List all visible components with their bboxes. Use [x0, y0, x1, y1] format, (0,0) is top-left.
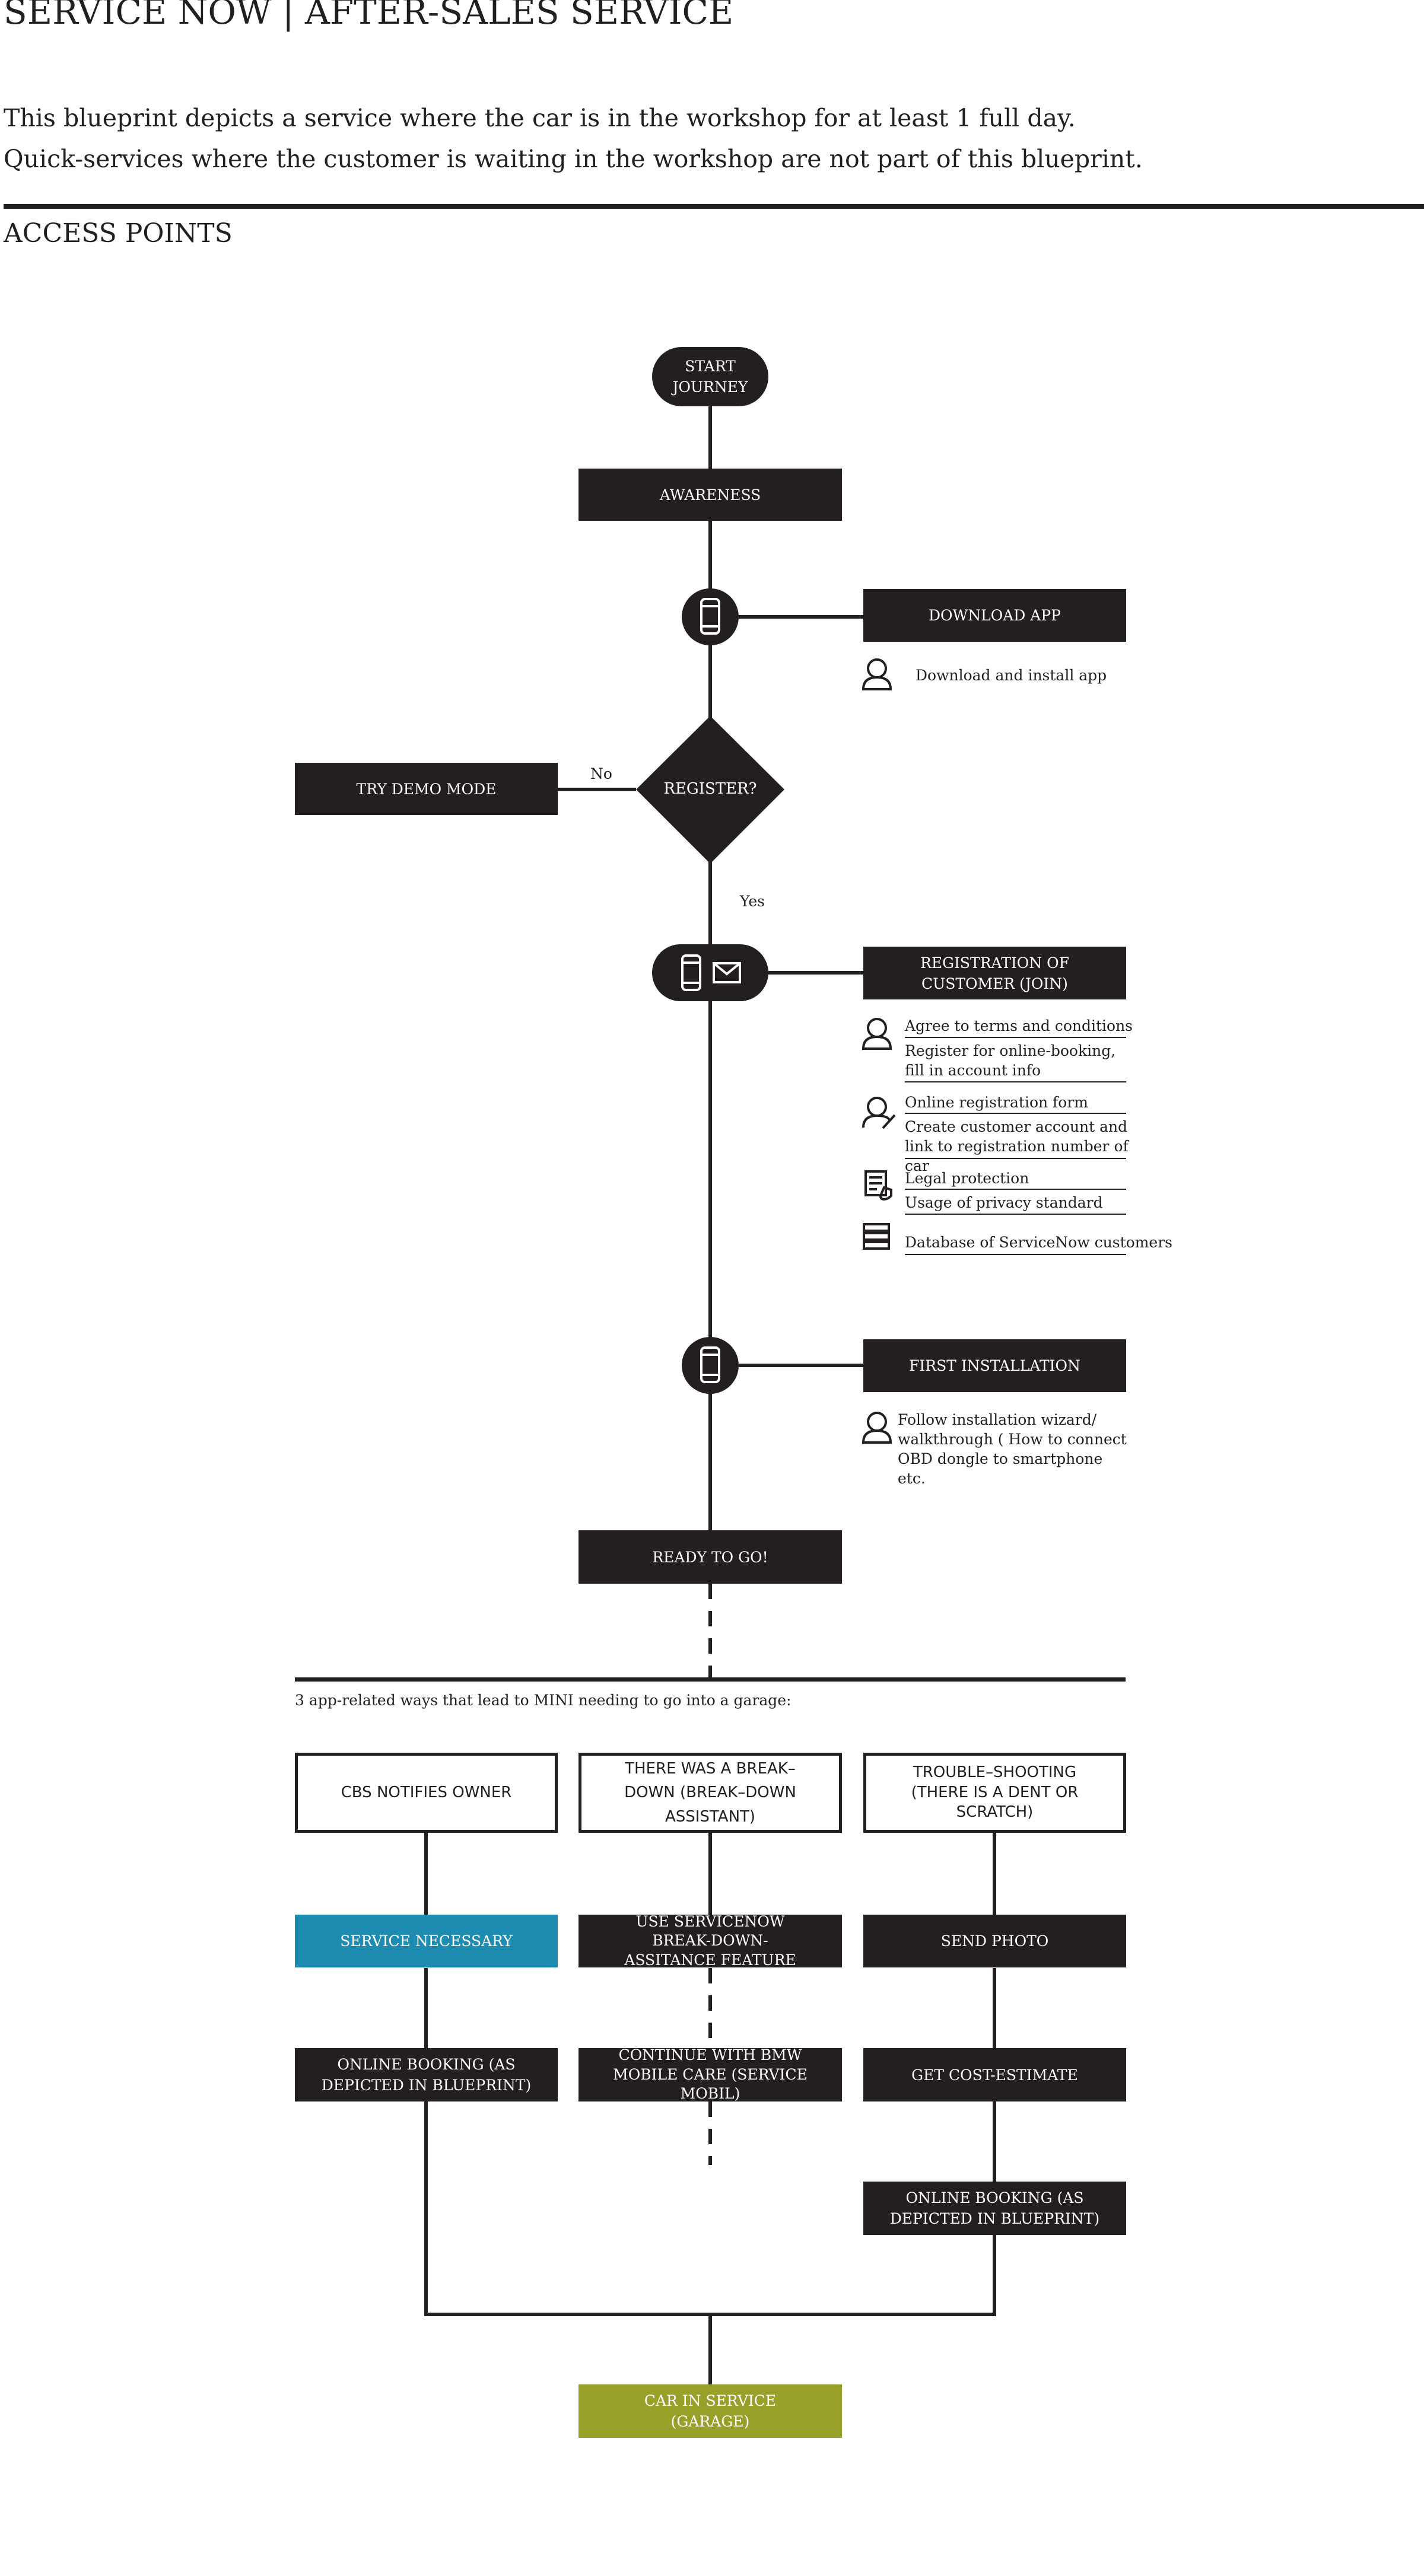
start-journey-node: START JOURNEY	[652, 347, 768, 406]
branch-divider	[295, 1677, 1126, 1682]
branch-breakdown-box: THERE WAS A BREAK–DOWN (BREAK–DOWN ASSIS…	[578, 1753, 842, 1833]
yes-label: Yes	[740, 893, 765, 910]
register-question-label: REGISTER?	[663, 780, 757, 798]
note-create-account: Create customer account and link to regi…	[905, 1118, 1129, 1174]
note-divider	[905, 1037, 1126, 1038]
phone-icon	[700, 1346, 720, 1383]
note-online-form: Online registration form	[905, 1094, 1089, 1111]
note-privacy: Usage of privacy standard	[905, 1194, 1103, 1211]
service-necessary-box: SERVICE NECESSARY	[295, 1915, 558, 1967]
document-shield-icon	[864, 1170, 892, 1201]
phone-mail-node	[652, 944, 768, 1001]
no-label: No	[590, 765, 612, 782]
use-breakdown-feature-box: USE SERVICENOW BREAK-DOWN-ASSITANCE FEAT…	[578, 1913, 842, 1969]
mail-icon	[713, 962, 741, 983]
branch-trouble-box: TROUBLE–SHOOTING (THERE IS A DENT OR SCR…	[863, 1753, 1126, 1833]
car-in-service-box: CAR IN SERVICE (GARAGE)	[578, 2384, 842, 2438]
note-legal: Legal protection	[905, 1170, 1029, 1187]
intro-line-1: This blueprint depicts a service where t…	[4, 104, 1076, 132]
page-title: SERVICE NOW | AFTER-SALES SERVICE	[4, 0, 734, 32]
branch-cbs-box: CBS NOTIFIES OWNER	[295, 1753, 558, 1833]
awareness-box: AWARENESS	[578, 469, 842, 521]
first-installation-box: FIRST INSTALLATION	[863, 1339, 1126, 1392]
continue-bmw-box: CONTINUE WITH BMW MOBILE CARE (SERVICE M…	[578, 2046, 842, 2102]
cost-estimate-box: GET COST-ESTIMATE	[863, 2048, 1126, 2101]
note-divider	[905, 1189, 1126, 1190]
note-divider	[905, 1254, 1126, 1255]
note-divider	[905, 1113, 1126, 1114]
note-divider	[905, 1158, 1126, 1159]
note-register-online: Register for online-booking, fill in acc…	[905, 1042, 1116, 1079]
online-booking-left-box: ONLINE BOOKING (AS DEPICTED IN BLUEPRINT…	[295, 2048, 558, 2101]
phone-node-installation	[682, 1337, 739, 1394]
online-booking-right-box: ONLINE BOOKING (AS DEPICTED IN BLUEPRINT…	[863, 2182, 1126, 2235]
phone-node-download	[682, 588, 739, 645]
database-icon	[863, 1223, 890, 1250]
section-title: ACCESS POINTS	[4, 218, 233, 249]
register-diamond	[636, 716, 784, 864]
phone-icon	[700, 598, 720, 635]
user-icon	[862, 1018, 892, 1050]
try-demo-box: TRY DEMO MODE	[295, 763, 558, 815]
user-icon	[862, 1412, 892, 1444]
send-photo-box: SEND PHOTO	[863, 1915, 1126, 1967]
download-note: Download and install app	[916, 667, 1107, 684]
installation-note: Follow installation wizard/ walkthrough …	[898, 1411, 1127, 1487]
registration-box: REGISTRATION OF CUSTOMER (JOIN)	[863, 947, 1126, 999]
user-icon	[862, 658, 892, 690]
note-database: Database of ServiceNow customers	[905, 1234, 1173, 1251]
header-divider	[4, 204, 1424, 209]
note-agree: Agree to terms and conditions	[905, 1017, 1133, 1034]
note-divider	[905, 1081, 1126, 1082]
download-app-box: DOWNLOAD APP	[863, 589, 1126, 642]
user-edit-icon	[862, 1097, 896, 1129]
phone-icon	[681, 954, 701, 991]
ways-caption: 3 app-related ways that lead to MINI nee…	[295, 1692, 792, 1709]
note-divider	[905, 1214, 1126, 1215]
ready-box: READY TO GO!	[578, 1530, 842, 1584]
intro-line-2: Quick-services where the customer is wai…	[4, 145, 1143, 173]
